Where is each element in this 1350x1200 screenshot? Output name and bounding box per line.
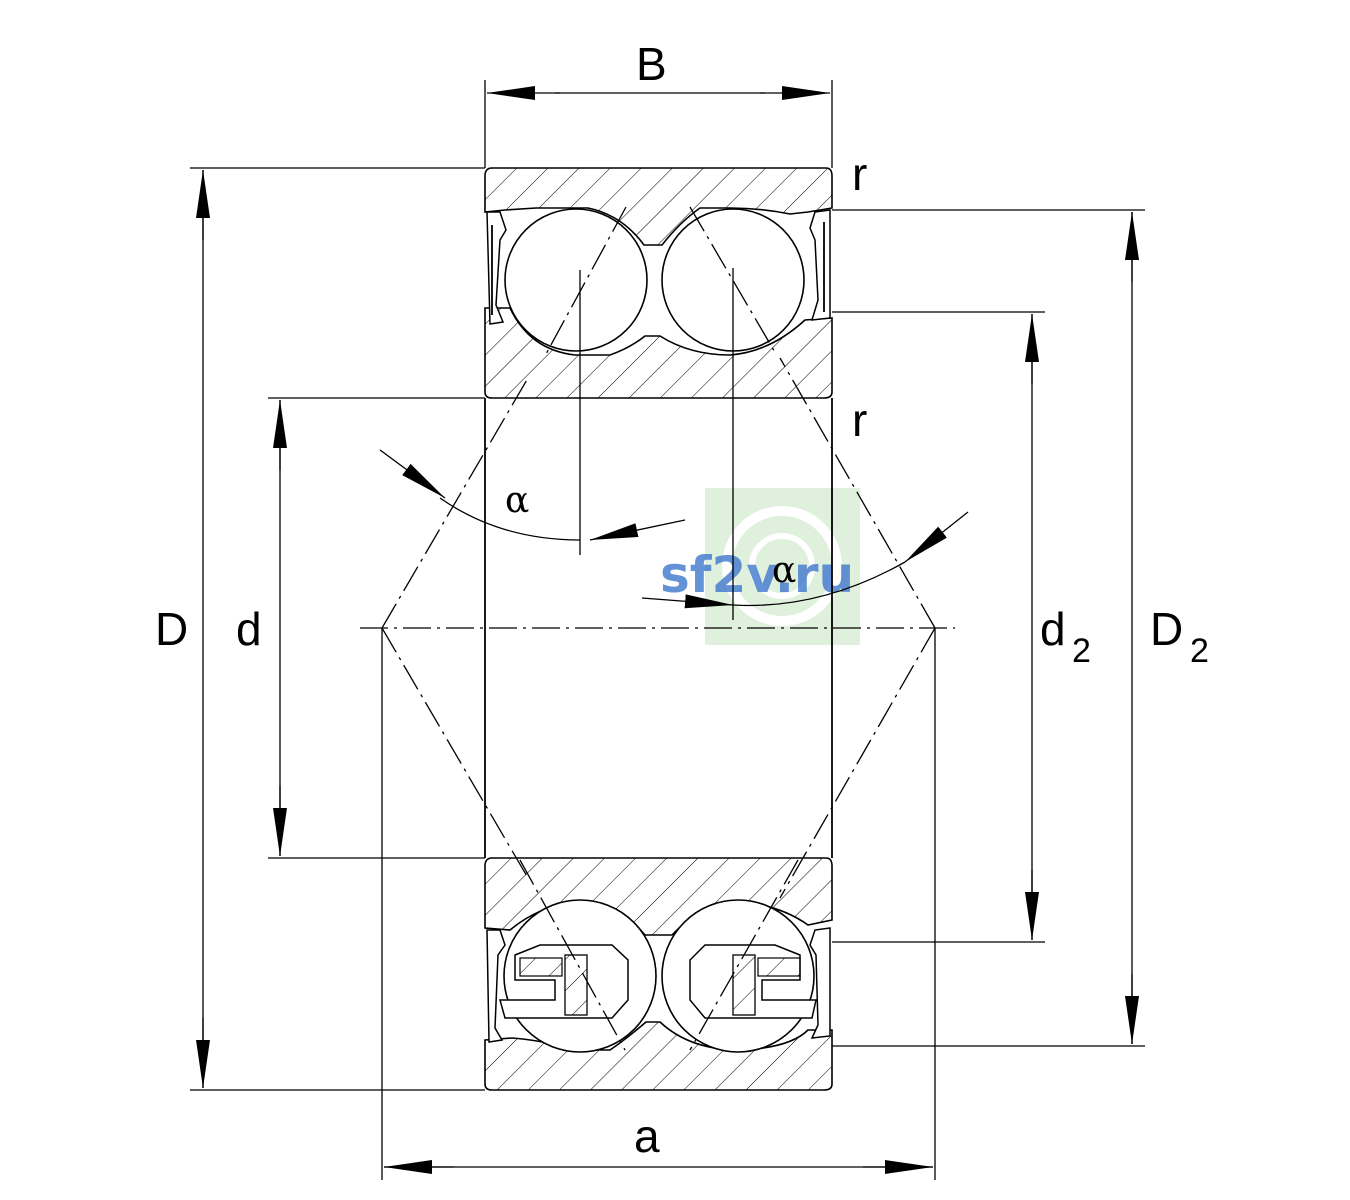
watermark-bearing-icon	[722, 506, 842, 626]
dimension-B: B	[484, 38, 833, 168]
pressure-cone-lines	[381, 268, 936, 899]
label-D2-subscript: 2	[1190, 632, 1209, 670]
alpha-label-left: α	[505, 480, 529, 521]
seal-bottom-right	[809, 927, 831, 1039]
label-B: B	[636, 38, 667, 90]
dimension-d2: d 2	[832, 311, 1091, 943]
seal-bottom-left	[486, 929, 506, 1043]
alpha-label-right: α	[772, 550, 796, 591]
label-d: d	[236, 603, 262, 655]
label-D: D	[155, 603, 188, 655]
label-d2: d	[1040, 603, 1066, 655]
inner-ring-top	[484, 307, 833, 399]
dimension-d: d	[236, 397, 485, 859]
label-a: a	[634, 1110, 660, 1162]
label-d2-subscript: 2	[1072, 632, 1091, 670]
ball-top-left	[504, 208, 648, 352]
inner-ring-bottom	[484, 857, 833, 936]
dimension-a: a	[381, 628, 936, 1180]
label-r-top: r	[852, 148, 867, 200]
bearing-top-section	[484, 167, 833, 399]
dimension-D: D	[155, 167, 485, 1091]
outer-ring-top	[484, 167, 833, 246]
dimension-D2: D 2	[832, 209, 1209, 1047]
contact-angle-left: α	[379, 449, 686, 541]
watermark: sf2v.ru	[660, 488, 860, 645]
label-D2: D	[1150, 603, 1183, 655]
label-r-inner: r	[852, 394, 867, 446]
watermark-text: sf2v.ru	[660, 546, 854, 604]
contact-angle-right: α	[641, 511, 969, 609]
seal-top-right	[809, 209, 831, 321]
bearing-bottom-section	[484, 857, 833, 1091]
